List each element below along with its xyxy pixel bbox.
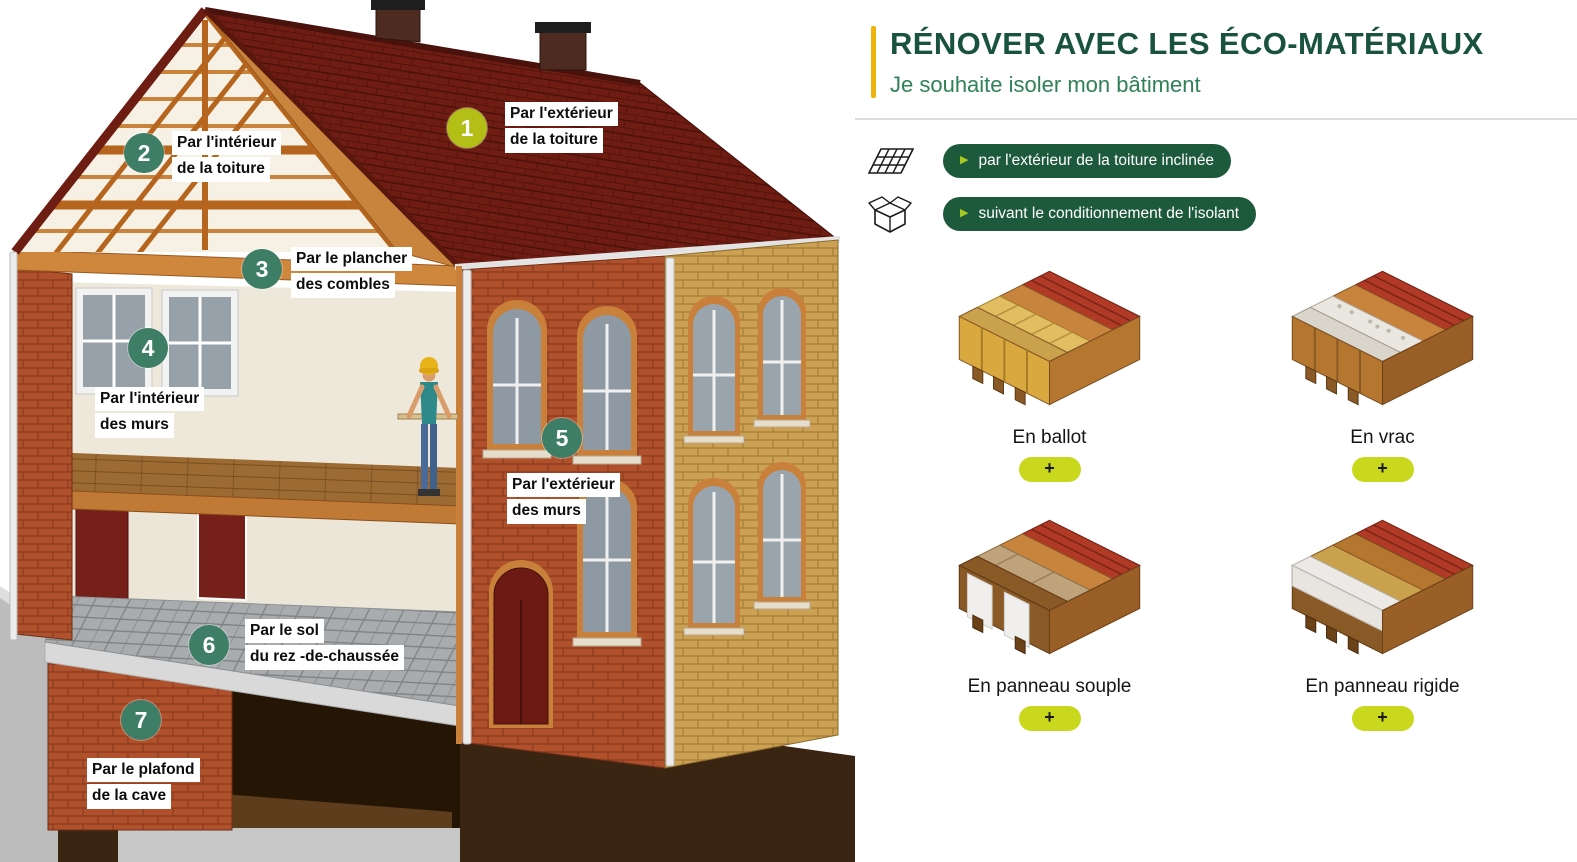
card-caption: En panneau rigide — [1305, 675, 1460, 697]
box-icon — [861, 193, 919, 235]
insulation-cards-grid: En ballot + — [855, 257, 1577, 731]
card-plus-button-vrac[interactable]: + — [1351, 456, 1414, 482]
card-panneau-souple: En panneau souple + — [947, 506, 1152, 731]
divider — [855, 117, 1577, 120]
option-button-label: par l'extérieur de la toiture inclinée — [978, 151, 1215, 169]
marker-3-badge[interactable]: 3 — [242, 249, 282, 289]
interior-window-2 — [161, 289, 239, 397]
facade-window-3 — [572, 478, 642, 647]
marker-1-label: Par l'extérieur de la toiture — [505, 102, 618, 155]
marker-6-label: Par le sol du rez -de-chaussée — [245, 619, 405, 672]
insulation-ballot-illustration — [958, 270, 1141, 406]
marker-label-line: Par l'extérieur — [505, 102, 618, 127]
card-caption: En vrac — [1350, 426, 1415, 448]
page-title: RÉNOVER AVEC LES ÉCO-MATÉRIAUX — [890, 26, 1484, 61]
card-caption: En panneau souple — [967, 675, 1132, 697]
card-plus-button-ballot[interactable]: + — [1018, 456, 1081, 482]
side-window-2 — [753, 288, 811, 428]
marker-6-badge[interactable]: 6 — [189, 625, 229, 665]
marker-label-line: Par le plafond — [87, 758, 200, 783]
downspout-left — [9, 251, 18, 641]
facade-window-1 — [482, 300, 552, 459]
marker-label-line: des murs — [507, 499, 586, 524]
header: RÉNOVER AVEC LES ÉCO-MATÉRIAUX Je souhai… — [871, 26, 1557, 98]
corner-beam — [456, 266, 462, 744]
chimney-1 — [371, 0, 425, 43]
option-row-roof: ▶ par l'extérieur de la toiture inclinée — [861, 143, 1577, 178]
card-plus-button-panneau-rigide[interactable]: + — [1351, 705, 1414, 731]
option-button-roof-exterior[interactable]: ▶ par l'extérieur de la toiture inclinée — [943, 143, 1232, 178]
roof-tiles-icon — [861, 144, 919, 178]
facade-window-2 — [572, 306, 642, 465]
front-facade — [459, 255, 666, 769]
marker-5-label: Par l'extérieur des murs — [507, 473, 620, 526]
marker-7-label: Par le plafond de la cave — [87, 758, 200, 811]
marker-label-line: Par l'intérieur — [95, 387, 205, 412]
marker-3-label: Par le plancher des combles — [291, 247, 413, 300]
marker-label-line: Par l'extérieur — [507, 473, 620, 498]
side-window-3 — [683, 478, 745, 636]
accent-bar — [871, 26, 876, 98]
marker-4-label: Par l'intérieur des murs — [95, 387, 205, 440]
marker-label-line: des combles — [291, 273, 395, 298]
card-caption: En ballot — [1012, 426, 1087, 448]
marker-label-line: de la toiture — [505, 128, 603, 153]
marker-label-line: Par l'intérieur — [172, 131, 282, 156]
marker-1-badge[interactable]: 1 — [447, 108, 487, 148]
cut-brick-wall — [14, 267, 73, 641]
marker-label-line: Par le plancher — [291, 247, 413, 272]
marker-label-line: de la cave — [87, 784, 172, 809]
marker-2-badge[interactable]: 2 — [124, 133, 164, 173]
play-arrow-icon: ▶ — [960, 154, 969, 167]
marker-7-badge[interactable]: 7 — [121, 700, 161, 740]
option-row-conditioning: ▶ suivant le conditionnement de l'isolan… — [861, 193, 1577, 235]
content-panel: RÉNOVER AVEC LES ÉCO-MATÉRIAUX Je souhai… — [855, 0, 1577, 862]
marker-label-line: de la toiture — [172, 157, 270, 182]
insulation-panneau-souple-illustration — [958, 519, 1141, 655]
marker-label-line: Par le sol — [245, 619, 324, 644]
card-panneau-rigide: En panneau rigide + — [1280, 506, 1485, 731]
card-vrac: En vrac + — [1280, 257, 1485, 482]
house-cutaway-illustration — [0, 0, 855, 862]
side-window-4 — [753, 462, 811, 610]
marker-label-line: des murs — [95, 413, 174, 438]
option-button-insulant-conditioning[interactable]: ▶ suivant le conditionnement de l'isolan… — [943, 196, 1257, 231]
worker-figure — [397, 357, 459, 496]
side-window-1 — [683, 296, 745, 444]
insulation-panneau-rigide-illustration — [1291, 519, 1474, 655]
downspout-corner — [665, 257, 675, 767]
marker-4-badge[interactable]: 4 — [128, 328, 168, 368]
card-plus-button-panneau-souple[interactable]: + — [1018, 705, 1081, 731]
insulation-vrac-illustration — [1291, 270, 1474, 406]
play-arrow-icon: ▶ — [960, 207, 969, 220]
marker-2-label: Par l'intérieur de la toiture — [172, 131, 282, 184]
option-list: ▶ par l'extérieur de la toiture inclinée… — [861, 143, 1577, 235]
chimney-2 — [535, 22, 591, 71]
downspout-front — [462, 269, 472, 745]
front-door — [489, 560, 553, 728]
marker-label-line: du rez -de-chaussée — [245, 645, 405, 670]
marker-5-badge[interactable]: 5 — [542, 418, 582, 458]
gutter — [454, 236, 841, 270]
card-ballot: En ballot + — [947, 257, 1152, 482]
side-facade — [664, 239, 839, 769]
option-button-label: suivant le conditionnement de l'isolant — [978, 204, 1240, 222]
page-subtitle: Je souhaite isoler mon bâtiment — [890, 71, 1201, 97]
